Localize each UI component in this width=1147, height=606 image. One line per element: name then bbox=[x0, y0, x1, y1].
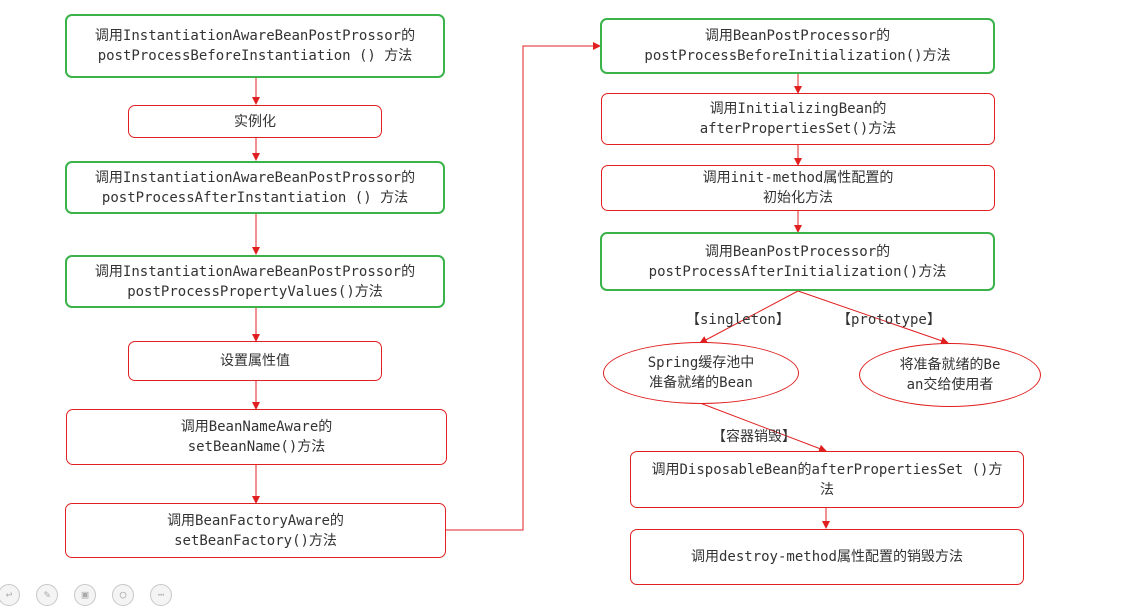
before-initialization-box: 调用BeanPostProcessor的 postProcessBeforeIn… bbox=[600, 18, 995, 74]
reply-icon[interactable]: ↩ bbox=[0, 584, 20, 606]
after-instantiation-box: 调用InstantiationAwareBeanPostProssor的 pos… bbox=[65, 161, 445, 214]
box-line: 调用InstantiationAwareBeanPostProssor的 bbox=[94, 263, 416, 280]
disposable-bean-box: 调用DisposableBean的afterPropertiesSet ()方 … bbox=[630, 451, 1024, 508]
bean-factory-aware-box: 调用BeanFactoryAware的 setBeanFactory()方法 bbox=[65, 503, 446, 558]
after-initialization-box: 调用BeanPostProcessor的 postProcessAfterIni… bbox=[600, 232, 995, 291]
box-line: afterPropertiesSet()方法 bbox=[699, 121, 897, 137]
node-line: 将准备就绪的Be bbox=[899, 357, 1001, 373]
box-line: setBeanName()方法 bbox=[187, 439, 326, 455]
box-line: setBeanFactory()方法 bbox=[174, 532, 337, 549]
arrow-r4-singleton bbox=[699, 290, 799, 344]
prototype-user-node: 将准备就绪的Be an交给使用者 bbox=[859, 343, 1041, 407]
box-line: 调用BeanNameAware的 bbox=[180, 419, 333, 435]
viewer-toolbar: ↩ ✎ ▣ ○ ⋯ bbox=[0, 578, 200, 606]
property-values-box: 调用InstantiationAwareBeanPostProssor的 pos… bbox=[65, 255, 445, 308]
box-line: 调用BeanPostProcessor的 bbox=[704, 243, 891, 260]
box-line: postProcessAfterInstantiation () 方法 bbox=[101, 189, 409, 206]
camera-icon[interactable]: ▣ bbox=[74, 584, 96, 606]
box-line: postProcessPropertyValues()方法 bbox=[127, 283, 383, 300]
initializing-bean-box: 调用InitializingBean的 afterPropertiesSet()… bbox=[601, 93, 995, 145]
destroy-method-box: 调用destroy-method属性配置的销毁方法 bbox=[630, 529, 1024, 585]
instantiation-box: 实例化 bbox=[128, 105, 382, 138]
bean-name-aware-box: 调用BeanNameAware的 setBeanName()方法 bbox=[66, 409, 447, 465]
destroy-label: 【容器销毁】 bbox=[712, 429, 796, 445]
box-line: 调用init-method属性配置的 bbox=[702, 170, 894, 186]
box-line: 实例化 bbox=[234, 113, 276, 130]
before-instantiation-box: 调用InstantiationAwareBeanPostProssor的 pos… bbox=[65, 14, 445, 78]
box-line: 调用InitializingBean的 bbox=[709, 101, 887, 117]
singleton-cache-node: Spring缓存池中 准备就绪的Bean bbox=[603, 342, 799, 404]
search-icon[interactable]: ○ bbox=[112, 584, 134, 606]
prototype-label: 【prototype】 bbox=[837, 312, 941, 328]
init-method-box: 调用init-method属性配置的 初始化方法 bbox=[601, 165, 995, 211]
singleton-label: 【singleton】 bbox=[686, 312, 790, 328]
box-line: 调用BeanPostProcessor的 bbox=[704, 28, 891, 44]
node-line: 准备就绪的Bean bbox=[649, 375, 753, 391]
box-line: 调用destroy-method属性配置的销毁方法 bbox=[690, 549, 963, 565]
box-line: postProcessAfterInitialization()方法 bbox=[648, 263, 947, 280]
arrow-r4-prototype bbox=[797, 290, 949, 345]
node-line: an交给使用者 bbox=[906, 377, 994, 393]
box-line: 调用DisposableBean的afterPropertiesSet ()方 bbox=[651, 461, 1003, 478]
arrow-singleton-d1 bbox=[699, 402, 827, 453]
box-line: 设置属性值 bbox=[220, 353, 290, 369]
node-line: Spring缓存池中 bbox=[647, 355, 755, 371]
box-line: 初始化方法 bbox=[763, 190, 833, 206]
box-line: postProcessBeforeInstantiation () 方法 bbox=[97, 48, 413, 64]
more-icon[interactable]: ⋯ bbox=[150, 584, 172, 606]
box-line: 法 bbox=[820, 481, 834, 498]
pencil-icon[interactable]: ✎ bbox=[36, 584, 58, 606]
box-line: 调用InstantiationAwareBeanPostProssor的 bbox=[94, 169, 416, 186]
set-property-box: 设置属性值 bbox=[128, 341, 382, 381]
box-line: 调用InstantiationAwareBeanPostProssor的 bbox=[94, 28, 416, 44]
arrow-b7-r1 bbox=[446, 42, 601, 531]
box-line: 调用BeanFactoryAware的 bbox=[167, 512, 344, 529]
box-line: postProcessBeforeInitialization()方法 bbox=[644, 48, 951, 64]
